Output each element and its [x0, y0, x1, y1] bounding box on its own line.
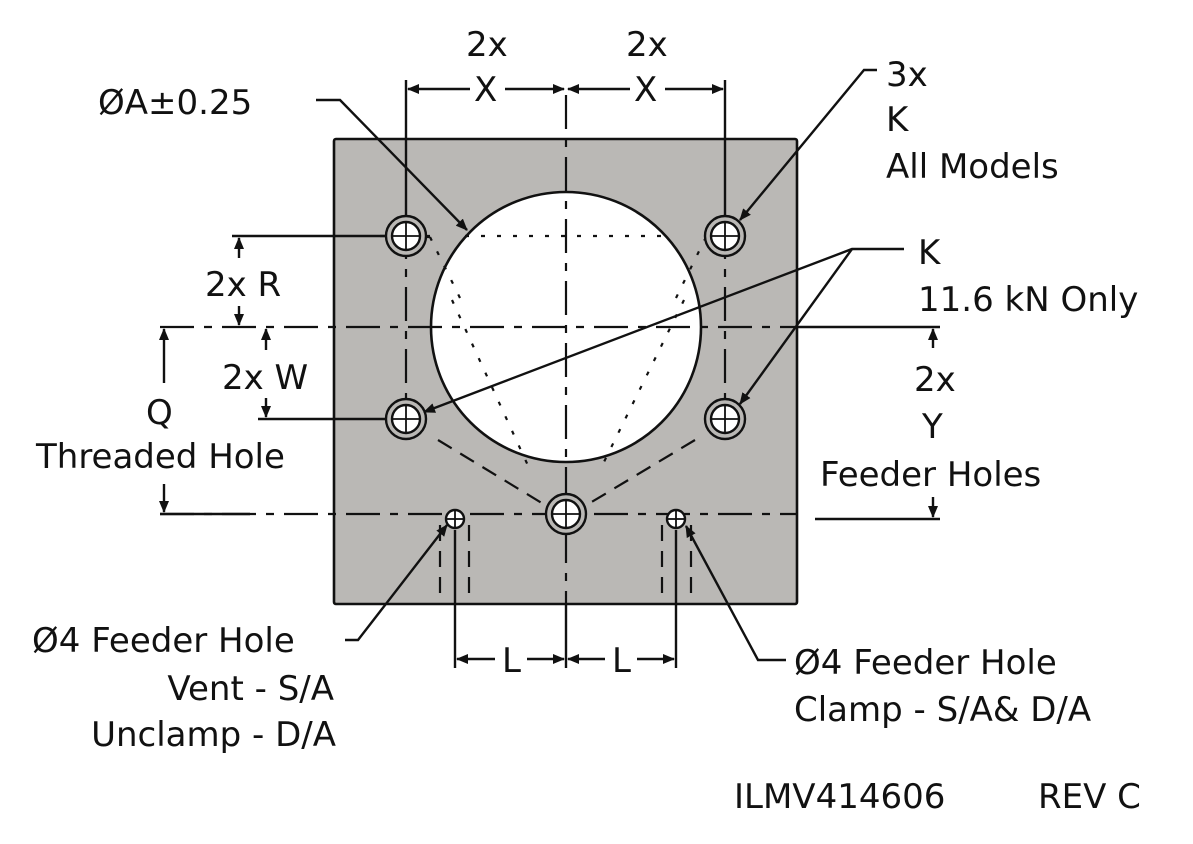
feeder-channels [438, 525, 693, 668]
y-dimension-lines [798, 325, 940, 521]
k-116-label: K [918, 233, 942, 273]
mounting-hole-bottom-left [384, 397, 428, 441]
k-all-label: K [886, 100, 910, 140]
x-left-count: 2x [466, 25, 508, 65]
left-dimension-lines [159, 234, 386, 516]
bore-diameter-label: ØA±0.25 [98, 83, 252, 123]
x-right-count: 2x [626, 25, 668, 65]
mounting-hole-top-right [703, 214, 747, 258]
y-dimension-label: Y [921, 407, 943, 447]
w-dimension-label: 2x W [222, 358, 308, 398]
feeder-right-line-1: Ø4 Feeder Hole [794, 643, 1057, 683]
x-right-label: X [634, 70, 657, 110]
bolt-circle-segments [437, 439, 696, 506]
mounting-hole-bottom-right [703, 397, 747, 441]
feeder-hole-left [444, 508, 466, 530]
x-dimension-lines [404, 80, 727, 216]
r-dimension-label: 2x R [205, 265, 281, 305]
mounting-hole-top-left [384, 214, 428, 258]
k-all-note: All Models [886, 147, 1059, 187]
feeder-hole-right [665, 508, 687, 530]
feeder-left-line-3: Unclamp - D/A [91, 715, 336, 755]
revision: REV C [1038, 777, 1141, 817]
q-note: Threaded Hole [35, 437, 285, 477]
x-left-label: X [474, 70, 497, 110]
mounting-hole-bottom-center [544, 492, 588, 536]
y-count: 2x [914, 360, 956, 400]
feeder-right-line-2: Clamp - S/A& D/A [794, 690, 1091, 730]
feeder-left-line-2: Vent - S/A [167, 669, 334, 709]
k-all-count: 3x [886, 55, 928, 95]
drawing-number: ILMV414606 [734, 777, 945, 817]
feeder-left-line-1: Ø4 Feeder Hole [32, 621, 295, 661]
k-116-note: 11.6 kN Only [918, 280, 1138, 320]
leader-lines [316, 68, 904, 662]
l-left-label: L [502, 641, 521, 681]
q-dimension-label: Q [146, 393, 173, 433]
y-note: Feeder Holes [820, 455, 1041, 495]
l-right-label: L [612, 641, 631, 681]
